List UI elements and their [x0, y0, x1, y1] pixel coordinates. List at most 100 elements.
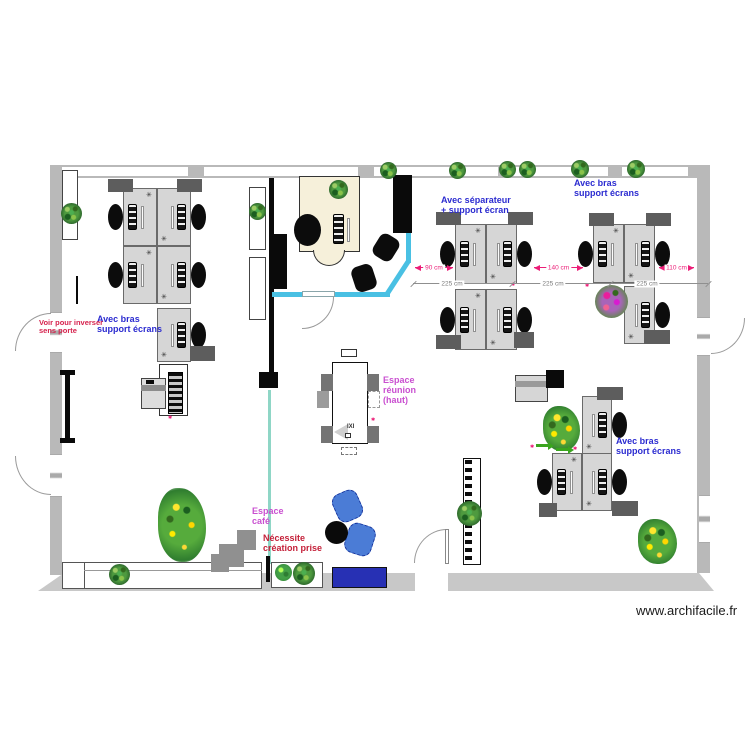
office-chair: [517, 306, 532, 333]
plant: [571, 160, 589, 178]
meeting-chair: [367, 426, 379, 443]
monitor-icon: [177, 322, 186, 348]
pedestal-cabinet: [508, 212, 533, 225]
printer-detail: [146, 380, 154, 384]
door-swing-arc-right: [711, 318, 745, 354]
chair-wheel-icon: ✳: [490, 274, 496, 281]
chair-wheel-icon: ✳: [586, 501, 592, 508]
desk: ✳: [157, 188, 191, 246]
dimension-label: 90 cm: [423, 264, 445, 271]
chair-wheel-icon: ✳: [586, 444, 592, 451]
monitor-icon: [598, 469, 607, 495]
office-chair: [655, 302, 670, 328]
pedestal-cabinet: [589, 213, 614, 226]
plant: [249, 203, 266, 220]
radiator-bottom: [60, 438, 75, 443]
chair-wheel-icon: ✳: [161, 294, 167, 301]
office-chair: [517, 241, 532, 267]
office-chair: [108, 262, 123, 288]
monitor-icon: [333, 214, 344, 244]
pedestal-cabinet: [177, 179, 202, 192]
keyboard-line: [592, 471, 595, 494]
desk: ✳: [486, 289, 517, 350]
partition-post: [259, 372, 278, 388]
door-leaf-bottom: [445, 529, 449, 564]
window-right: [699, 495, 710, 543]
desk: ✳: [582, 453, 612, 511]
plant: [158, 488, 206, 562]
projector-box: [345, 433, 351, 438]
office-chair: [191, 204, 206, 230]
keyboard-line: [141, 264, 144, 287]
chair-wheel-icon: ✳: [475, 293, 481, 300]
wall-screen: [341, 349, 357, 357]
plant: [329, 180, 348, 199]
chair-wheel-icon: ✳: [161, 236, 167, 243]
keyboard-line: [635, 242, 638, 266]
monitor-icon: [177, 204, 186, 230]
door-swing-arc-bottom: [414, 529, 447, 563]
monitor-icon: [460, 241, 469, 267]
keyboard-line: [473, 243, 476, 266]
monitor-icon: [503, 306, 512, 333]
monitor-icon: [128, 262, 137, 288]
pedestal-cabinet: [436, 335, 461, 349]
annotation-door-note: Voir pour inverser sens porte: [39, 318, 104, 336]
plant: [499, 161, 516, 178]
projector-icon: IXI: [347, 424, 355, 430]
glass-partition-diagonal: [384, 259, 411, 296]
window-top-4: [512, 167, 608, 176]
keyboard-line: [171, 264, 174, 287]
office-chair: [612, 412, 627, 438]
monitor-icon: [503, 241, 512, 267]
dimension-line: 140 cm: [534, 264, 583, 271]
door-leaf-office: [302, 291, 335, 297]
counter-left: [62, 562, 262, 589]
pink-mark-icon: ✱: [585, 283, 590, 289]
chair-wheel-icon: ✳: [475, 228, 481, 235]
plant: [638, 519, 677, 564]
lounge-armchair: [329, 486, 366, 526]
window-top-2: [204, 167, 358, 176]
round-table: [325, 521, 348, 544]
desk: ✳: [157, 308, 191, 362]
plant: [61, 203, 82, 224]
pedestal-cabinet: [539, 503, 557, 517]
pedestal-cabinet: [514, 332, 534, 348]
pedestal-cabinet: [436, 212, 461, 225]
pink-mark-icon: ✱: [168, 415, 173, 421]
pink-mark-icon: ✱: [371, 417, 376, 423]
desk: ✳: [552, 453, 582, 511]
dimension-line: 110 cm: [659, 264, 694, 271]
keyboard-line: [171, 324, 174, 347]
plant: [293, 562, 315, 585]
monitor-icon: [128, 204, 137, 230]
office-chair: [440, 306, 455, 333]
office-chair: [578, 240, 593, 267]
office-chair: [655, 240, 670, 267]
keyboard-line: [141, 206, 144, 229]
door-opening-left-1: [50, 312, 62, 353]
watermark: www.archifacile.fr: [636, 603, 738, 618]
green-arrow-icon: [556, 445, 574, 454]
meeting-chair: [367, 374, 379, 391]
keyboard-line: [592, 414, 595, 437]
radiator-stem: [65, 372, 70, 440]
radiator-top: [60, 370, 75, 375]
cafe-divider-line: [268, 390, 271, 564]
projector-beam-icon: [334, 424, 348, 440]
annotation-meeting-space: Espace réunion (haut): [383, 375, 416, 406]
window-top-5: [622, 167, 688, 176]
glass-partition-horizontal-2: [335, 292, 390, 297]
gray-block: [211, 554, 229, 572]
office-cabinet-side: [272, 234, 287, 289]
annotation-coffee-space: Espace café: [252, 506, 284, 527]
chair-wheel-icon: ✳: [490, 340, 496, 347]
plant: [457, 501, 482, 526]
window-top-3: [374, 167, 498, 176]
counter-shelf-line: [84, 570, 262, 571]
office-chair: [294, 214, 321, 246]
plant: [449, 162, 466, 179]
pink-mark-icon: ✱: [530, 444, 535, 450]
